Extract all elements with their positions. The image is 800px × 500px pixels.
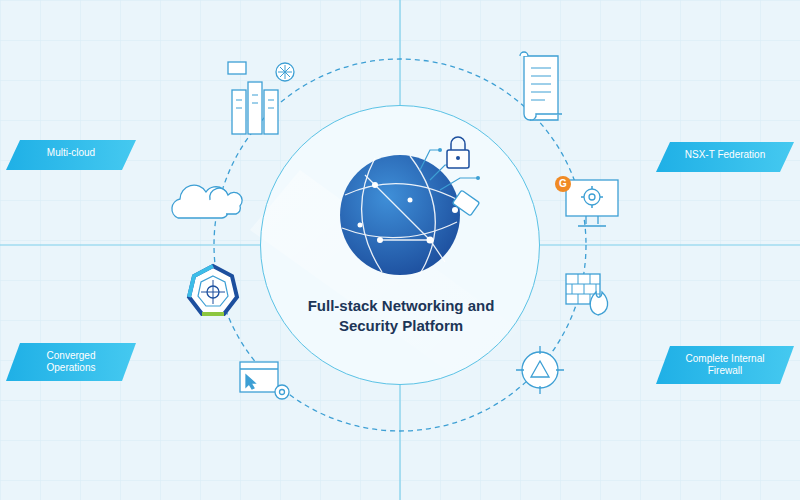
- parallelogram-fill: [6, 140, 136, 170]
- box-label: Multi-cloud: [6, 140, 136, 166]
- target-icon: [516, 346, 564, 394]
- kubernetes-icon: [189, 266, 237, 314]
- parallelogram-fill: [656, 346, 794, 384]
- box-label: Complete Internal Firewall: [656, 346, 794, 384]
- platform-circle: Full-stack Networking and Security Platf…: [260, 105, 540, 385]
- document-icon: [520, 52, 562, 120]
- parallelogram-fill: [6, 343, 136, 381]
- box-label: Converged Operations: [6, 343, 136, 381]
- server-icon: [228, 62, 294, 134]
- label-parallelogram: Converged Operations: [6, 343, 136, 381]
- platform-title: Full-stack Networking and Security Platf…: [286, 296, 516, 336]
- firewall-icon: [566, 274, 608, 315]
- cloud-icon: [172, 185, 242, 218]
- badge-letter: G: [555, 176, 571, 192]
- globe-icon: [340, 137, 480, 275]
- label-parallelogram: Multi-cloud: [6, 140, 136, 170]
- parallelogram-fill: [656, 142, 794, 172]
- monitor-icon: [566, 180, 618, 226]
- box-label: NSX-T Federation: [656, 142, 794, 168]
- label-parallelogram: NSX-T Federation: [656, 142, 794, 172]
- browser-icon: [240, 362, 289, 399]
- label-parallelogram: Complete Internal Firewall: [656, 346, 794, 384]
